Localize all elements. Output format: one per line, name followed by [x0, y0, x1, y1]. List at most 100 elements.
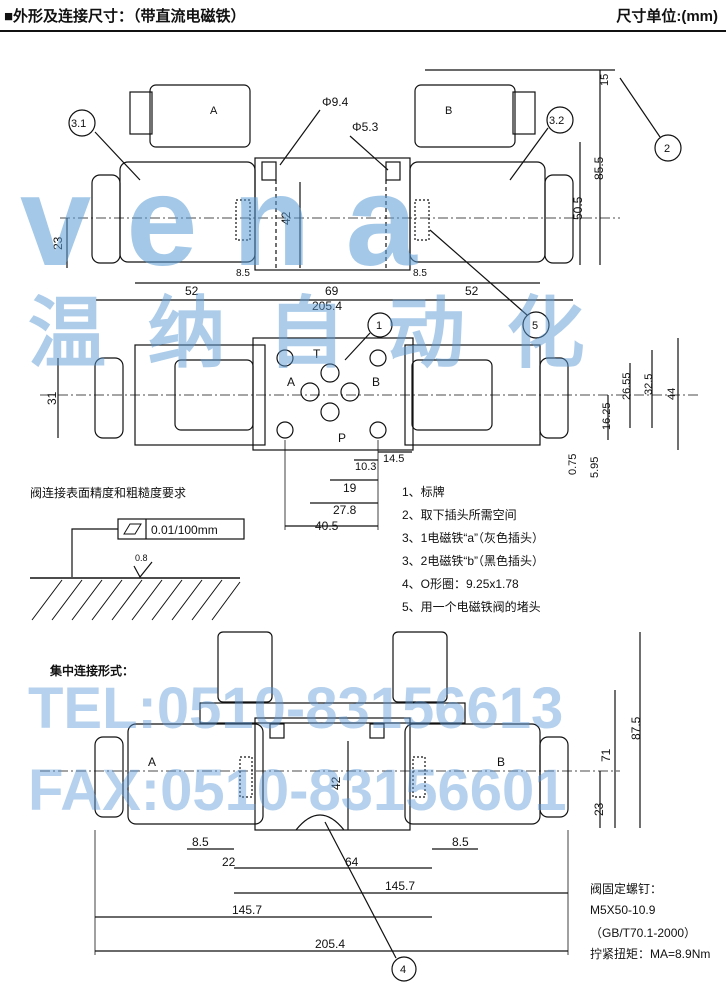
port-p-label: P	[338, 431, 346, 445]
bottom-view-title: 集中连接形式：	[50, 664, 135, 678]
knurled-nut-b	[544, 174, 574, 264]
dim-22: 22	[222, 855, 236, 869]
page-header: ■外形及连接尺寸：（带直流电磁铁） 尺寸单位:(mm)	[0, 0, 726, 32]
port-a	[300, 382, 320, 402]
callout-3-2	[546, 106, 574, 134]
callout-5	[522, 311, 550, 339]
dim-42-bottom: 42	[329, 776, 343, 790]
dim-52-left: 52	[185, 284, 199, 298]
callout-1	[367, 312, 393, 338]
mount-hole-left	[261, 161, 277, 181]
connector-b-plug	[512, 91, 536, 135]
watermark-tel: TEL:0510-83156613	[28, 676, 563, 741]
top-view: A B 3.1 3.2 2 5 Φ9.4	[51, 69, 682, 339]
bottom-knurled-a	[94, 736, 124, 818]
legend-item-2: 2、取下插头所需空间	[402, 508, 517, 522]
dim-32-5: 32.5	[643, 374, 655, 395]
dim-15: 15	[599, 74, 611, 86]
watermark: vena 温 纳 自 动 化 TEL:0510-83156613 FAX:051…	[20, 150, 585, 823]
screw-standard: （GB/T70.1-2000）	[590, 926, 697, 940]
knurled-nut-b-mid	[539, 357, 569, 439]
callout-4-text: 4	[400, 964, 406, 976]
dim-phi-9-4: Φ9.4	[322, 95, 349, 109]
knurled-nut-a	[91, 174, 121, 264]
port-b	[340, 382, 360, 402]
surface-title: 阀连接表面精度和粗糙度要求	[30, 485, 186, 500]
port-b-label: B	[372, 375, 380, 389]
bolt-hole-bl	[276, 421, 294, 439]
plug-marker-b	[414, 199, 430, 241]
bottom-center-block	[254, 717, 411, 831]
port-p	[320, 402, 340, 422]
watermark-brand: vena	[20, 150, 452, 293]
unit-label: 尺寸单位:(mm)	[616, 8, 718, 25]
plug-marker-a	[235, 199, 251, 241]
dim-145-7-lower: 145.7	[232, 903, 262, 917]
flatness-value: 0.01/100mm	[151, 523, 218, 537]
dim-10-3: 10.3	[355, 461, 376, 473]
screw-title: 阀固定螺钉：	[590, 882, 663, 896]
port-t-label: T	[313, 347, 321, 361]
dim-14-5: 14.5	[383, 453, 404, 465]
coil-a-connector	[149, 84, 251, 148]
bottom-solenoid-a	[127, 723, 264, 825]
dim-26-55: 26.55	[621, 372, 633, 400]
legend-item-5: 4、O形圈：9.25x1.78	[402, 577, 519, 591]
dim-27-8: 27.8	[333, 503, 357, 517]
connector-a-plug	[129, 91, 153, 135]
coil-b-label: B	[445, 105, 452, 117]
dim-145-7-upper: 145.7	[385, 879, 415, 893]
dim-8-5-bottom-right: 8.5	[452, 835, 469, 849]
coil-b-connector	[414, 84, 516, 148]
dim-52-right: 52	[465, 284, 479, 298]
dim-42: 42	[279, 211, 293, 225]
dim-64: 64	[345, 855, 359, 869]
dim-0-75: 0.75	[567, 454, 579, 475]
callout-1-text: 1	[376, 320, 382, 332]
legend-item-3: 3、1电磁铁“a”（灰色插头）	[402, 531, 545, 545]
dim-16-25: 16.25	[601, 402, 613, 430]
valve-block-mid	[252, 337, 414, 451]
dim-40-5: 40.5	[315, 519, 339, 533]
bottom-coil-a	[217, 631, 273, 703]
bolt-hole-tl	[276, 349, 294, 367]
dim-44: 44	[666, 388, 678, 400]
mount-hole-right	[385, 161, 401, 181]
dim-5-95: 5.95	[589, 457, 601, 478]
dim-23: 23	[51, 236, 65, 250]
knurled-nut-a-mid	[94, 357, 124, 439]
surface-spec: 阀连接表面精度和粗糙度要求 0.01/100mm 0.8	[30, 485, 245, 621]
bolt-hole-br	[369, 421, 387, 439]
roughness-value: 0.8	[135, 553, 148, 563]
dim-205-4-top: 205.4	[312, 299, 342, 313]
callout-3-1-text: 3.1	[71, 118, 86, 130]
callout-2	[654, 134, 682, 162]
o-ring-section	[295, 814, 345, 831]
callout-3-1	[68, 109, 96, 137]
dim-8-5-right: 8.5	[413, 268, 427, 279]
legend-item-4: 3、2电磁铁“b”（黑色插头）	[402, 554, 545, 568]
coil-a-label: A	[210, 105, 218, 117]
legend-item-1: 1、标牌	[402, 485, 445, 499]
bolt-hole-tr	[369, 349, 387, 367]
port-a-label: A	[287, 375, 295, 389]
callout-4	[391, 956, 417, 982]
dim-87-5: 87.5	[629, 716, 643, 740]
dim-8-5-left: 8.5	[236, 268, 250, 279]
bottom-plate	[199, 702, 466, 724]
screw-spec: M5X50-10.9	[590, 903, 656, 917]
valve-center-block	[254, 157, 411, 271]
bottom-label-b: B	[497, 755, 505, 769]
dim-31: 31	[45, 391, 59, 405]
callout-2-text: 2	[664, 143, 670, 155]
callout-3-2-text: 3.2	[549, 115, 564, 127]
dim-205-4-bottom: 205.4	[315, 937, 345, 951]
page-title: ■外形及连接尺寸：（带直流电磁铁）	[4, 8, 246, 25]
dim-69: 69	[325, 284, 339, 298]
bottom-knurled-b	[539, 736, 569, 818]
dim-phi-5-3: Φ5.3	[352, 120, 379, 134]
port-t	[320, 363, 340, 383]
dim-71: 71	[599, 748, 613, 762]
bottom-label-a: A	[148, 755, 156, 769]
